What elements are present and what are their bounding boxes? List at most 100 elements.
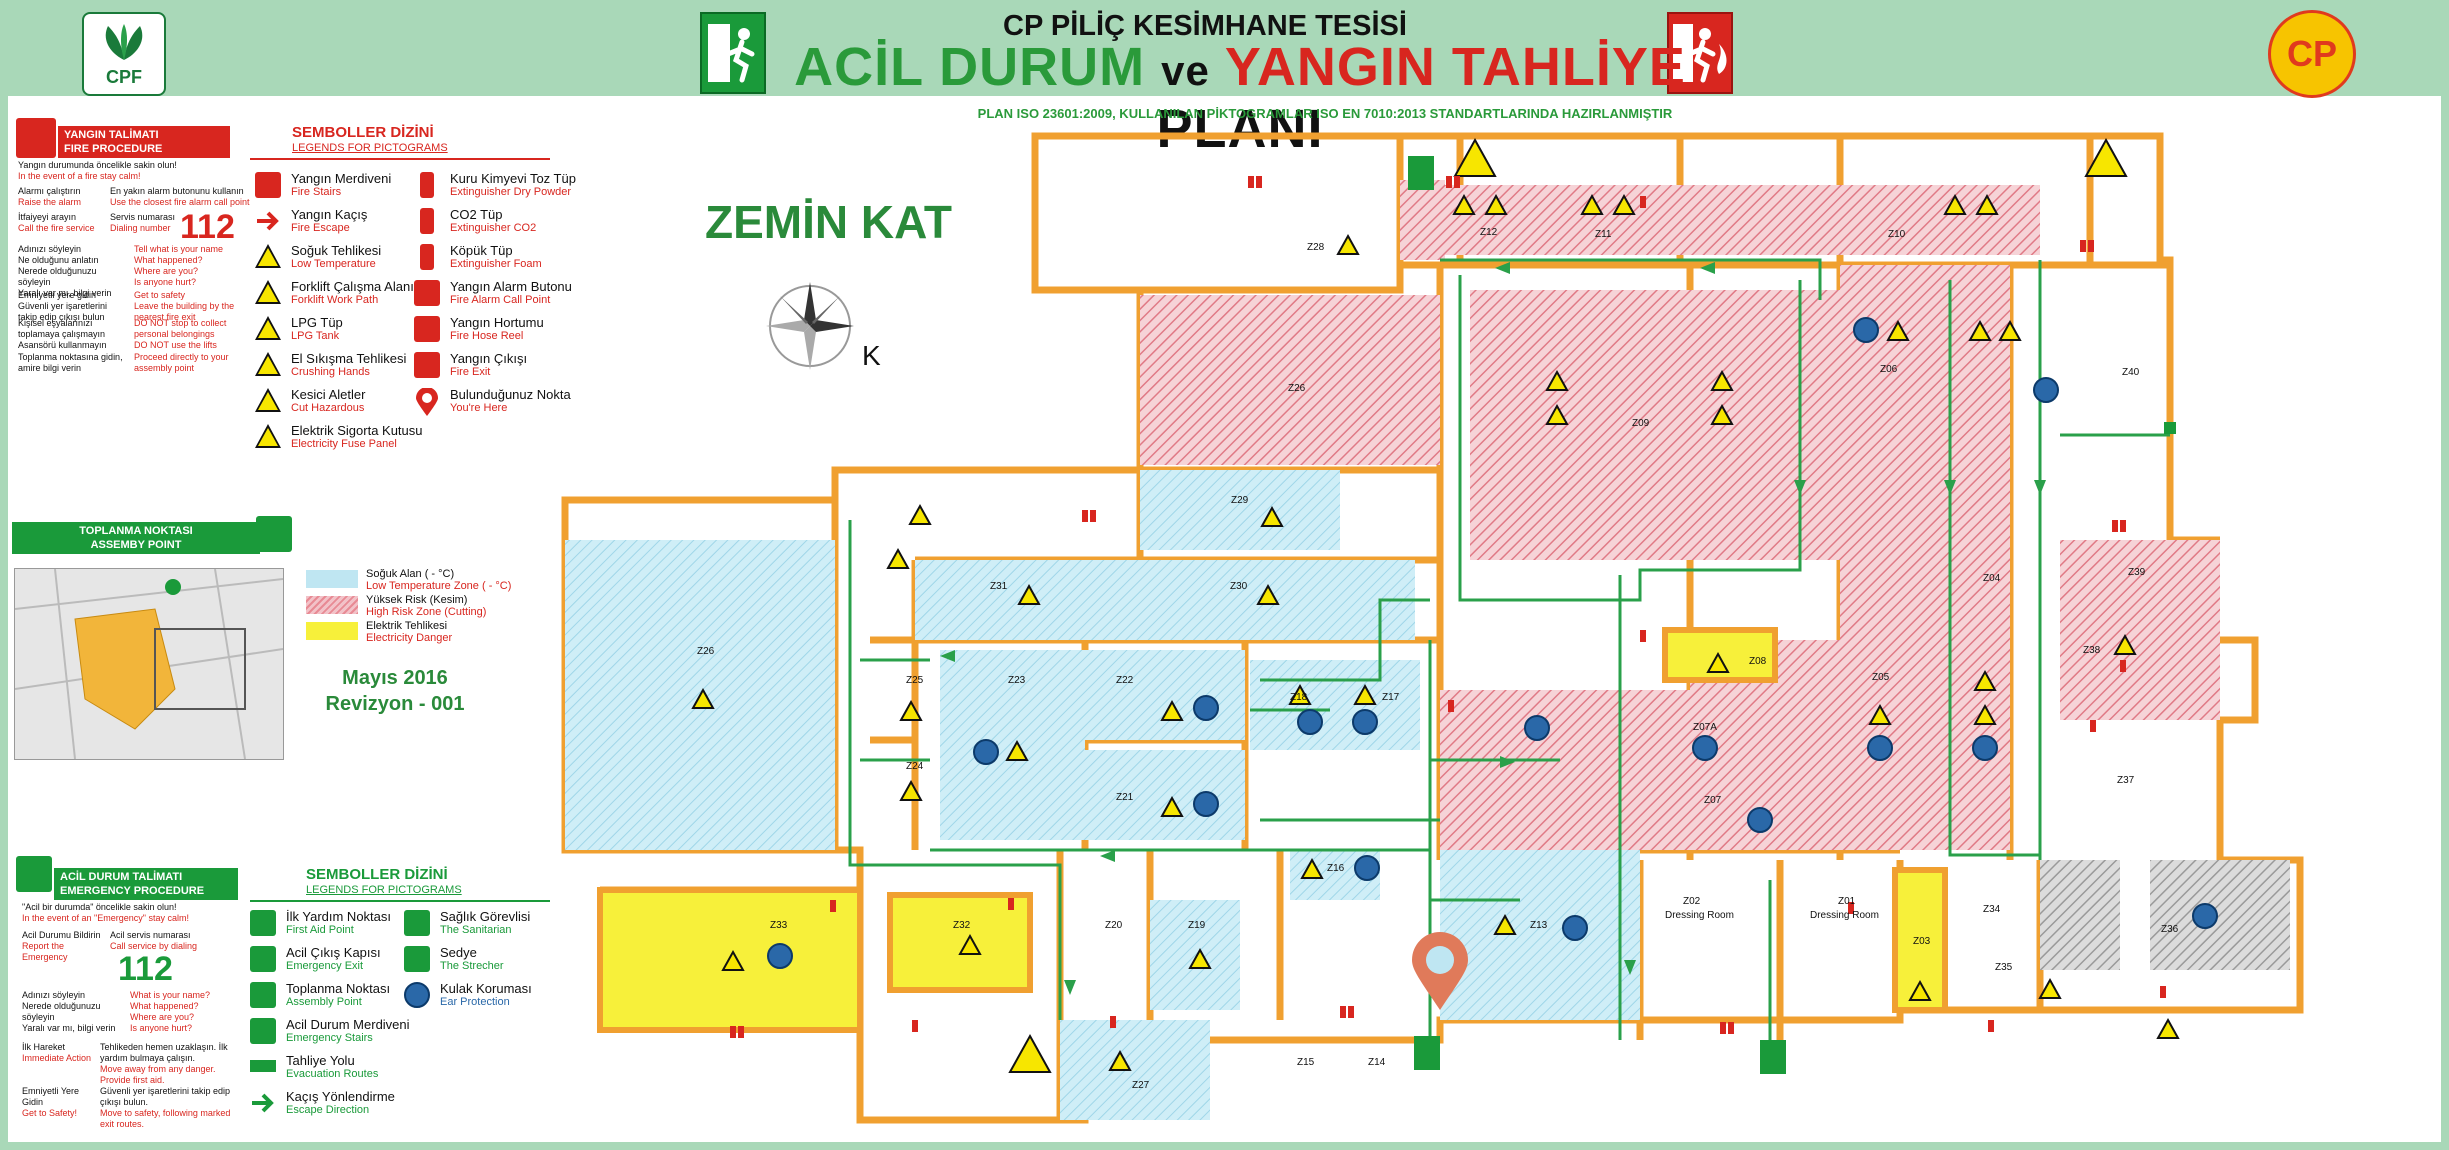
extinguisher-icon	[2112, 520, 2118, 532]
fire-step-1-en: Raise the alarm	[18, 197, 82, 207]
zone-label-Z36: Z36	[2161, 924, 2179, 935]
zone-labels: Z28 Z12 Z11 Z10 Z26 Z09 Z06 Z40 Z29 Z39 …	[697, 227, 2179, 1091]
zone-Z29-area	[1140, 470, 1340, 550]
em-step-1-en: Report the Emergency	[22, 941, 68, 962]
ear-protection-icon	[1193, 695, 1219, 721]
zone-label-Z07A: Z07A	[1693, 722, 1717, 733]
zone-label-Z01: Z01	[1838, 896, 1856, 907]
legend-co2-tr: CO2 Tüp	[450, 207, 503, 222]
zone-label-Z28: Z28	[1307, 242, 1325, 253]
escape-direction-icon	[1794, 480, 1806, 495]
low-temperature-icon	[1545, 403, 1569, 425]
low-temperature-icon	[1160, 795, 1184, 817]
ear-protection-icon	[1853, 317, 1879, 343]
cut-hazard-icon	[1612, 193, 1636, 215]
em-step-2-en: Nerede olduğunuzu söyleyin	[22, 1001, 101, 1022]
legend-forklift-en: Forklift Work Path	[291, 294, 379, 306]
low-temperature-icon	[1336, 233, 1360, 255]
emergency-intro-en: In the event of an "Emergency" stay calm…	[22, 913, 189, 923]
extinguisher-icon	[2120, 520, 2126, 532]
fire-step-5b-en: Leave the building by the nearest fire e…	[134, 301, 235, 322]
title-part-3: YANGIN TAHLİYE	[1224, 37, 1686, 97]
cut-hazard-icon	[1975, 193, 1999, 215]
low-temperature-icon	[899, 699, 923, 721]
ear-protection-icon	[2033, 377, 2059, 403]
fire-step-4b-tr: Where are you?	[134, 266, 199, 276]
escape-direction-arrow-icon	[250, 1090, 276, 1116]
assembly-title-en: ASSEMBY POINT	[90, 539, 182, 551]
fire-step-3b-en: What happened?	[134, 255, 203, 265]
legend-fire-escape-tr: Yangın Kaçış	[291, 207, 368, 222]
fire-procedure-title-en: FIRE PROCEDURE	[64, 143, 163, 155]
you-are-here-icon	[414, 387, 440, 416]
zone-label-Z12: Z12	[1480, 227, 1498, 238]
first-aid-icon	[250, 910, 276, 936]
fire-escape-arrow-icon	[255, 208, 281, 234]
zone-label-Z25: Z25	[906, 675, 924, 686]
electricity-fuse-icon	[255, 424, 281, 450]
zone-label-Z18: Z18	[1290, 692, 1308, 703]
cut-hazard-icon	[2156, 1017, 2180, 1039]
zone-label-Z40: Z40	[2122, 367, 2140, 378]
zone-Z18-area	[1250, 660, 1420, 750]
zone-Z26-area	[1140, 295, 1440, 465]
low-temperature-icon	[1260, 505, 1284, 527]
legend-fire-exit-tr: Yangın Çıkışı	[450, 351, 528, 366]
lpg-tank-icon	[255, 316, 281, 342]
cut-hazard-icon	[2113, 633, 2137, 655]
zone-Z31-area	[915, 560, 1085, 640]
zone-Z12-area	[1400, 180, 1445, 260]
zone-label-Z30: Z30	[1230, 581, 1248, 592]
extinguisher-icon	[1640, 196, 1646, 208]
em-step-2b-en: What happened?	[130, 1001, 199, 1011]
assembly-point-icon	[256, 516, 292, 552]
legend-bottom-title: SEMBOLLER DİZİNİ	[306, 866, 448, 883]
zone-label-Z16: Z16	[1327, 863, 1345, 874]
zone-label-Z10: Z10	[1888, 229, 1906, 240]
legend-assembly-tr: Toplanma Noktası	[286, 981, 391, 996]
zone-label-Z35: Z35	[1995, 962, 2013, 973]
cut-hazard-icon	[1452, 193, 1476, 215]
high-risk-tr: Yüksek Risk (Kesim)	[366, 594, 468, 606]
zone-label-Z39: Z39	[2128, 567, 2146, 578]
crushing-hands-icon	[908, 503, 932, 525]
legend-dry-powder-en: Extinguisher Dry Powder	[450, 186, 572, 198]
zone-label-Z26: Z26	[1288, 383, 1306, 394]
route-arrows	[940, 262, 2046, 995]
high-risk-swatch	[306, 596, 358, 614]
legend-fire-escape-en: Fire Escape	[291, 222, 350, 234]
cold-zone-tr: Soğuk Alan ( - °C)	[366, 568, 455, 580]
zone-cutting-left	[1440, 690, 1690, 850]
ear-protection-icon	[1562, 915, 1588, 941]
em-step-3b-en: Is anyone hurt?	[130, 1023, 193, 1033]
sanitarian-icon	[404, 910, 430, 936]
cpf-logo-text: CPF	[106, 67, 142, 87]
em-step-5-en: Get to Safety!	[22, 1108, 78, 1118]
emergency-procedure-icon	[16, 856, 52, 892]
legend-alarm-en: Fire Alarm Call Point	[450, 294, 551, 306]
em-step-4b-en: Move away from any danger. Provide first…	[100, 1064, 216, 1085]
evacuation-routes	[848, 258, 2170, 1040]
evacuation-route-icon	[250, 1060, 276, 1072]
emergency-title-tr: ACİL DURUM TALİMATI	[60, 871, 183, 883]
zone-label-Z29: Z29	[1231, 495, 1249, 506]
extinguisher-icon	[1090, 510, 1096, 522]
em-step-4b: Tehlikeden hemen uzaklaşın. İlk yardım b…	[100, 1042, 240, 1086]
ear-protection-signs	[767, 317, 2218, 969]
zone-areas	[565, 180, 2290, 1120]
legend-fire-stairs-tr: Yangın Merdiveni	[291, 171, 392, 186]
zone-Z36-area	[2150, 860, 2290, 970]
emergency-stairs-icon	[250, 1018, 276, 1044]
zone-Z13-area	[1440, 850, 1640, 1020]
cut-hazard-icon	[255, 388, 281, 414]
fire-step-6b-tr: DO NOT stop to collect personal belongin…	[134, 318, 227, 339]
